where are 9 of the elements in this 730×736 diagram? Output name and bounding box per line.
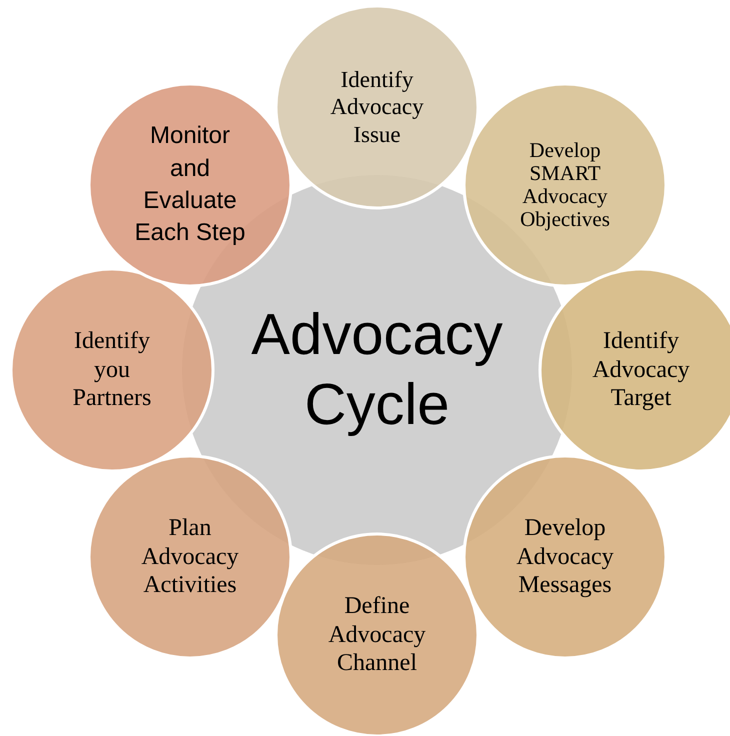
step-label: Plan Advocacy Activities	[140, 514, 240, 600]
step-label: Monitor and Evaluate Each Step	[134, 121, 246, 248]
step-label: Develop SMART Advocacy Objectives	[519, 138, 611, 232]
step-label: Develop Advocacy Messages	[515, 514, 615, 600]
step-label: Identify Advocacy Issue	[329, 66, 425, 148]
cycle-title: Advocacy Cycle	[250, 301, 504, 439]
step-label: Define Advocacy Channel	[327, 592, 427, 678]
step-label: Identify Advocacy Target	[591, 326, 691, 414]
step-label: Identify you Partners	[72, 326, 152, 414]
